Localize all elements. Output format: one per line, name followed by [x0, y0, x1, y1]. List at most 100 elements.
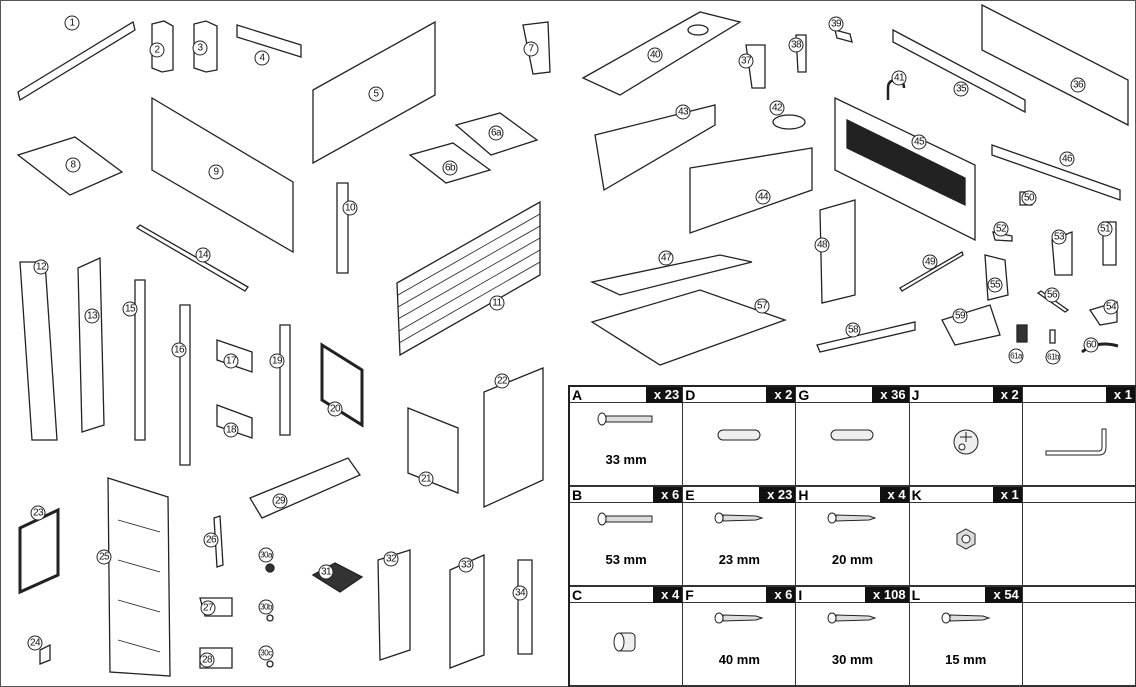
dowel-icon: [683, 427, 795, 443]
hardware-count: x 4: [879, 487, 909, 503]
hardware-letter: G: [798, 387, 810, 403]
part-49-shape: [899, 251, 964, 292]
part-label-57: 57: [754, 298, 770, 314]
part-47-shape: [589, 254, 753, 296]
screw-icon: [796, 611, 908, 625]
part-label-53: 53: [1051, 229, 1067, 245]
hardware-count: x 6: [766, 587, 796, 603]
part-label-30b: 30b: [258, 599, 274, 615]
hardware-count: x 2: [766, 387, 796, 403]
hardware-cell-empty: x 1: [1022, 387, 1136, 487]
part-36-shape: [981, 3, 1129, 127]
dowel-icon: [796, 427, 908, 443]
part-10-shape: [336, 182, 349, 274]
part-label-49: 49: [922, 254, 938, 270]
hardware-size: 33 mm: [605, 452, 647, 467]
hardware-header: [1022, 487, 1135, 503]
part-label-48: 48: [814, 237, 830, 253]
part-label-18: 18: [223, 422, 239, 438]
part-label-50: 50: [1021, 190, 1037, 206]
hardware-size: 23 mm: [718, 552, 760, 567]
part-label-30a: 30a: [258, 547, 274, 563]
hardware-cell-empty: [1022, 487, 1136, 587]
hardware-count: x 1: [992, 487, 1022, 503]
part-label-10: 10: [342, 200, 358, 216]
part-label-17: 17: [223, 353, 239, 369]
part-label-40: 40: [647, 47, 663, 63]
hardware-size: 15 mm: [945, 652, 987, 667]
hardware-letter: K: [911, 487, 922, 503]
part-label-58: 58: [845, 322, 861, 338]
part-label-60: 60: [1083, 337, 1099, 353]
part-label-33: 33: [458, 557, 474, 573]
part-label-22: 22: [494, 373, 510, 389]
part-43-shape: [594, 104, 716, 192]
part-42-shape: [772, 114, 806, 130]
hardware-count: x 23: [645, 387, 683, 403]
hardware-count: x 1: [1105, 387, 1135, 403]
part-label-38: 38: [788, 37, 804, 53]
barrel-nut-icon: [570, 627, 682, 657]
part-label-7: 7: [523, 41, 539, 57]
part-45-window: [846, 118, 966, 207]
part-23-shape: [18, 507, 60, 595]
part-label-31: 31: [318, 564, 334, 580]
part-label-6a: 6a: [488, 125, 504, 141]
part-44-shape: [689, 147, 813, 234]
part-25-shape: [107, 477, 171, 677]
part-46-shape: [991, 144, 1121, 201]
part-57-shape: [590, 289, 787, 366]
hardware-letter: C: [572, 587, 583, 603]
part-12-shape: [19, 261, 58, 441]
hardware-cell-empty: [1022, 587, 1136, 687]
part-label-28: 28: [199, 652, 215, 668]
part-label-8: 8: [65, 157, 81, 173]
screw-icon: [910, 611, 1022, 625]
hardware-size: 30 mm: [831, 652, 874, 667]
hardware-letter: E: [685, 487, 695, 503]
hardware-letter: A: [572, 387, 583, 403]
part-label-51: 51: [1097, 221, 1113, 237]
part-34-shape: [517, 559, 533, 655]
hardware-size: 53 mm: [605, 552, 647, 567]
part-label-25: 25: [96, 549, 112, 565]
part-24-shape: [39, 643, 51, 665]
part-label-14: 14: [195, 247, 211, 263]
part-19-shape: [279, 324, 291, 436]
part-label-15: 15: [122, 301, 138, 317]
hardware-count: x 23: [759, 487, 796, 503]
part-15-shape: [134, 279, 146, 441]
part-39-shape: [834, 29, 853, 43]
hardware-letter: D: [685, 387, 696, 403]
part-29-shape: [249, 457, 361, 519]
part-1-shape: [17, 20, 136, 102]
part-18-shape: [216, 404, 253, 439]
part-label-23: 23: [30, 505, 46, 521]
bolt-icon: [570, 411, 682, 427]
part-label-21: 21: [418, 471, 434, 487]
hardware-letter: H: [798, 487, 809, 503]
part-22-shape: [483, 367, 544, 509]
part-label-41: 41: [891, 70, 907, 86]
part-label-61a: 61a: [1008, 348, 1024, 364]
hardware-size: 40 mm: [718, 652, 760, 667]
hardware-header: x 1: [1022, 387, 1135, 403]
part-label-34: 34: [512, 585, 528, 601]
